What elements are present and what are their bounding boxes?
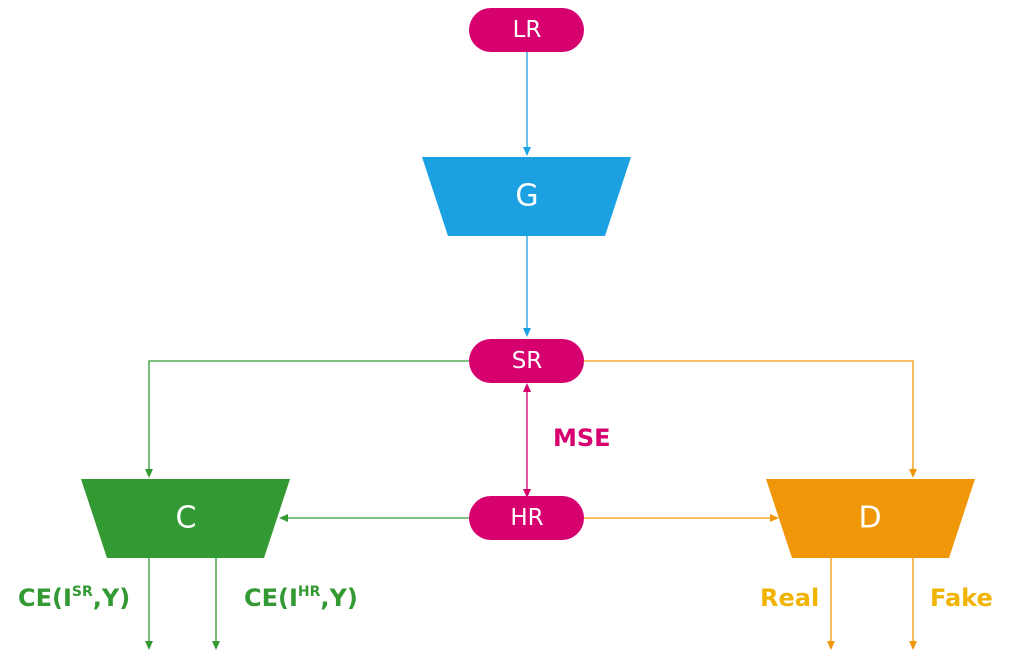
sr-node: SR: [469, 339, 584, 383]
hr-label: HR: [510, 505, 543, 531]
discriminator-block: D: [766, 479, 975, 558]
sr-label: SR: [512, 348, 543, 374]
classifier-block: C: [81, 479, 290, 558]
ce-sr-label: CE(ISR,Y): [18, 584, 130, 612]
fake-label: Fake: [930, 584, 993, 612]
ce-hr-label: CE(IHR,Y): [244, 584, 358, 612]
real-label: Real: [760, 584, 819, 612]
generator-label: G: [515, 179, 538, 214]
lr-label: LR: [513, 17, 542, 43]
lr-node: LR: [469, 8, 584, 52]
generator-block: G: [422, 157, 631, 236]
discriminator-label: D: [858, 501, 881, 536]
mse-label: MSE: [553, 424, 611, 452]
hr-node: HR: [469, 496, 584, 540]
classifier-label: C: [176, 501, 197, 536]
arrow-sr-to-d: [584, 360, 917, 478]
arrow-sr-to-c: [145, 360, 469, 478]
